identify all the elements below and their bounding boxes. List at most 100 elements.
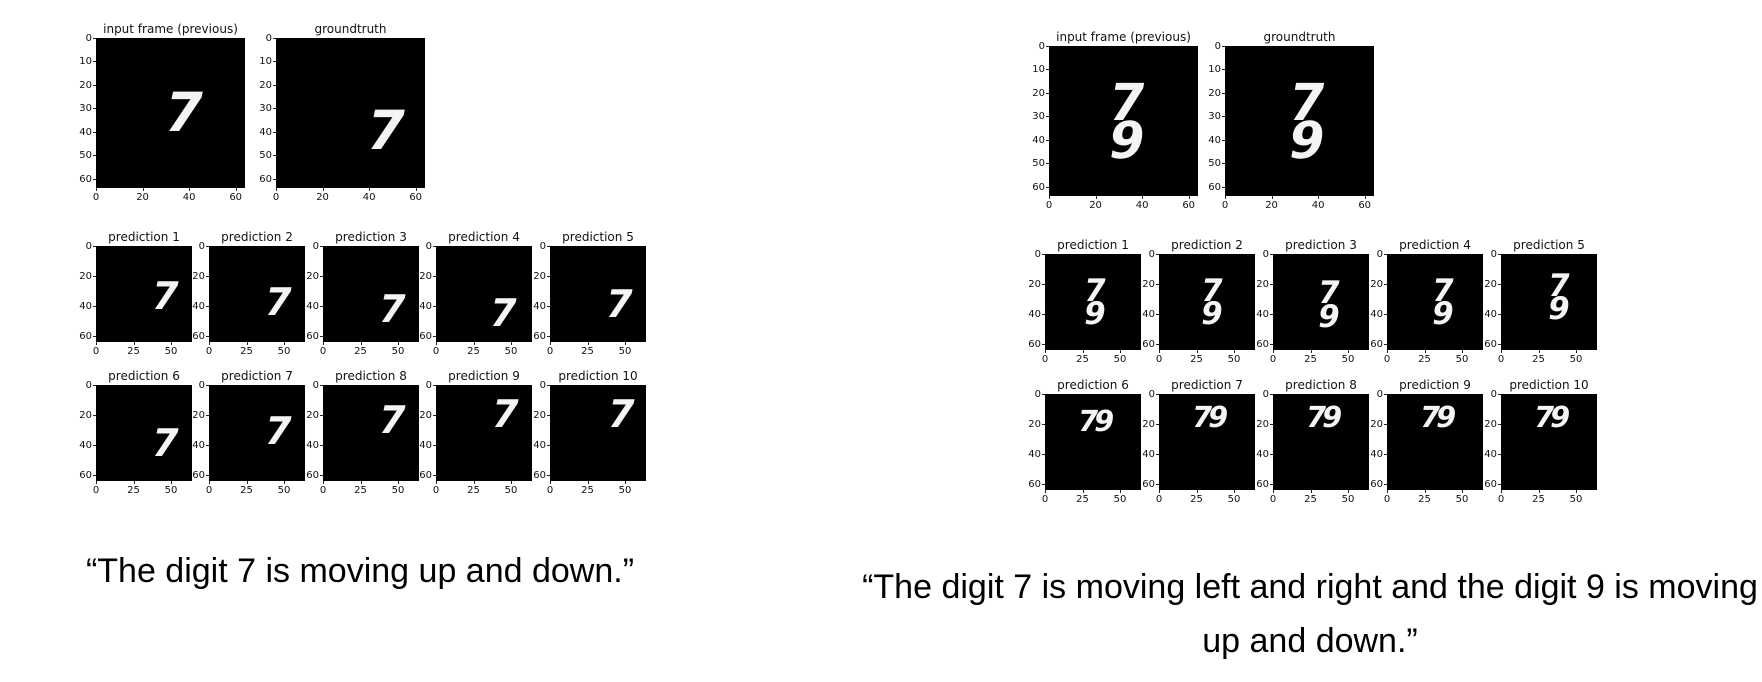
panel2-groundtruth-xtick-mark [1318,196,1320,199]
panel1-prediction-3-image: 7 [323,246,419,342]
panel2-input-frame-ytick-mark [1046,139,1049,141]
panel2-prediction-7-ytick-mark [1156,454,1159,455]
panel1-prediction-6-xtick-label: 50 [164,485,178,496]
panel1-prediction-5-ytick-label: 20 [533,271,546,282]
panel1-groundtruth-ytick-mark [273,61,276,63]
panel1-prediction-7-xtick-label: 0 [205,485,213,496]
panel1-input-frame-ytick-label: 50 [79,150,92,162]
panel2-prediction-4-ytick-label: 40 [1370,309,1383,320]
panel2-prediction-10-ytick-label: 0 [1490,389,1497,400]
panel1-prediction-6-ytick-mark [93,475,96,476]
panel2-groundtruth-ytick-label: 30 [1208,111,1221,123]
panel2-groundtruth-digit-nine: 9 [1283,112,1330,172]
panel2-prediction-9-digit-nine: 9 [1433,399,1460,434]
panel2-prediction-5-ytick-mark [1498,314,1501,315]
panel1-input-frame-xtick-label: 20 [136,192,149,203]
panel2-prediction-9-ytick-mark [1384,394,1387,395]
panel2-input-frame-ytick-mark [1046,186,1049,188]
panel1-prediction-2-ytick-label: 0 [198,241,205,252]
panel2-input-frame-xtick-mark [1188,196,1190,199]
panel2-prediction-6-ytick-mark [1042,394,1045,395]
panel2-prediction-9-xtick-label: 50 [1455,494,1469,505]
panel2-prediction-6-xtick-label: 50 [1113,494,1127,505]
panel1-prediction-1-ytick-label: 0 [85,241,92,252]
panel2-prediction-7-ytick-mark [1156,484,1159,485]
panel2-prediction-4-xtick-label: 0 [1383,354,1391,365]
panel2-groundtruth-title: groundtruth [1263,30,1336,44]
panel1-prediction-6-title: prediction 6 [108,369,180,383]
panel1-prediction-7-ytick-mark [206,475,209,476]
panel1-prediction-7-ytick-mark [206,415,209,416]
panel1-prediction-10-ytick-label: 40 [533,440,546,451]
panel1-prediction-7-xtick-label: 25 [240,485,253,496]
panel2-prediction-7-xtick-label: 0 [1155,494,1163,505]
panel1-groundtruth-xtick-mark [415,188,417,191]
panel1-prediction-6-ytick-label: 20 [79,410,92,421]
panel1-prediction-1-ytick-mark [93,246,96,247]
panel2-prediction-4-xtick-label: 50 [1455,354,1469,365]
panel2-groundtruth-ytick-mark [1222,186,1225,188]
panel1-prediction-10-xtick-label: 50 [618,485,632,496]
panel2-prediction-1-ytick-label: 0 [1034,249,1041,260]
panel1-input-frame-image: 7 [96,38,245,188]
panel2-prediction-7-xtick-label: 50 [1227,494,1241,505]
panel1-prediction-4-ytick-label: 40 [419,301,432,312]
panel1-prediction-4-ytick-label: 20 [419,271,432,282]
panel1-prediction-5-xtick-mark [550,342,551,345]
panel1-prediction-8-xtick-label: 0 [319,485,327,496]
panel1-prediction-3-ytick-label: 20 [306,271,319,282]
panel1-prediction-2-xtick-mark [284,342,285,345]
panel2-prediction-10-ytick-label: 60 [1484,479,1497,490]
panel1-prediction-4-xtick-mark [436,342,437,345]
panel2-prediction-3-xtick-mark [1273,350,1274,353]
panel1-prediction-10-title: prediction 10 [558,369,638,383]
panel2-prediction-8-xtick-label: 0 [1269,494,1277,505]
panel2-input-frame-ytick-label: 60 [1032,181,1045,193]
panel2-prediction-1-ytick-mark [1042,314,1045,315]
panel2-input-frame-ytick-mark [1046,92,1049,94]
panel1-prediction-10-xtick-mark [625,481,626,484]
panel2-groundtruth-ytick-mark [1222,116,1225,118]
panel2-input-frame-ytick-mark [1046,163,1049,165]
panel2-prediction-3-ytick-label: 0 [1262,249,1269,260]
panel2-prediction-9-ytick-label: 20 [1370,419,1383,430]
panel1-prediction-7-ytick-label: 0 [198,380,205,391]
panel2-input-frame-ytick-label: 10 [1032,64,1045,76]
panel2-prediction-6-ytick-label: 20 [1028,419,1041,430]
panel1-prediction-8-ytick-mark [320,475,323,476]
panel2-prediction-2-ytick-label: 20 [1142,279,1155,290]
panel1-prediction-6-xtick-mark [171,481,172,484]
panel2-prediction-10-title: prediction 10 [1509,378,1589,392]
panel1-prediction-1-xtick-mark [133,342,135,345]
panel1-input-frame-xtick-label: 60 [229,192,243,203]
panel2-prediction-7-ytick-label: 0 [1148,389,1155,400]
panel1-input-frame-ytick-mark [93,108,96,110]
panel2-groundtruth-xtick-label: 60 [1358,200,1372,211]
panel2-prediction-5-ytick-label: 20 [1484,279,1497,290]
panel1-prediction-2-ytick-mark [206,306,209,307]
panel2-prediction-10-ytick-mark [1498,484,1501,485]
panel1-prediction-2-ytick-mark [206,336,209,337]
panel2-prediction-7-title: prediction 7 [1171,378,1243,392]
panel1-input-frame-title: input frame (previous) [103,22,238,36]
panel1-groundtruth-ytick-label: 0 [265,33,272,44]
panel1-prediction-10-ytick-label: 0 [539,380,546,391]
panel2-prediction-3-xtick-mark [1348,350,1349,353]
panel2-prediction-9-xtick-mark [1387,490,1388,493]
panel2-groundtruth-ytick-label: 20 [1208,87,1221,99]
panel1-prediction-4-ytick-mark [433,246,436,247]
panel2-prediction-1-ytick-label: 40 [1028,309,1041,320]
panel1-prediction-3-xtick-mark [360,342,362,345]
panel2-input-frame-xtick-mark [1142,196,1144,199]
panel2-prediction-5-ytick-mark [1498,254,1501,255]
panel2-prediction-8-ytick-mark [1270,394,1273,395]
panel1-prediction-2-ytick-mark [206,246,209,247]
panel2-groundtruth-xtick-mark [1225,196,1226,199]
